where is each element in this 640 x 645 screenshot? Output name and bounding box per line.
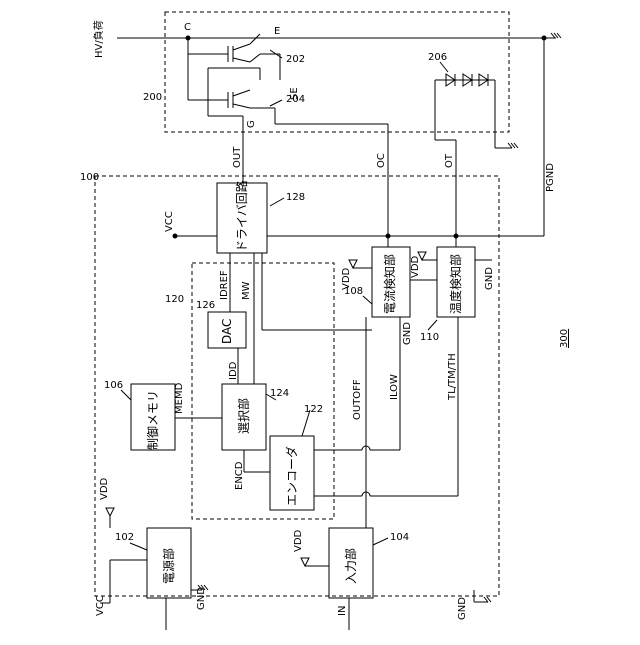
outoff-label: OUTOFF <box>352 379 363 420</box>
ref-122: 122 <box>304 404 323 415</box>
gnd-108-label: GND <box>402 322 413 345</box>
vdd-110-label: VDD <box>410 255 421 278</box>
ref-204: 204 <box>286 94 305 105</box>
oc-label: OC <box>376 153 387 168</box>
igbt-module-boundary <box>165 12 509 132</box>
hv-label: HV/負荷 <box>93 20 105 58</box>
gnd-102-label: GND <box>196 587 207 610</box>
c-label: C <box>184 22 191 33</box>
ref-128: 128 <box>286 192 305 203</box>
ot-label: OT <box>444 153 455 168</box>
ref-202: 202 <box>286 54 305 65</box>
ref-110: 110 <box>420 332 439 343</box>
vdd-102-label: VDD <box>99 477 110 500</box>
driver-label: ドライバ回路 <box>234 180 249 252</box>
ref-108: 108 <box>344 286 363 297</box>
current-detector-label: 電流検知部 <box>382 254 397 314</box>
vcc-driver-label: VCC <box>164 211 175 232</box>
dac-label: DAC <box>220 319 234 344</box>
in-label: IN <box>337 606 348 616</box>
temp-detector-label: 温度検知部 <box>448 254 463 314</box>
figure-number: 300 <box>559 329 570 348</box>
ref-206: 206 <box>428 52 447 63</box>
gnd-bottom-label: GND <box>457 597 468 620</box>
ref-100: 100 <box>80 172 99 183</box>
tltmth-label: TL/TM/TH <box>447 353 458 401</box>
mw-label: MW <box>241 281 252 300</box>
pgnd-label: PGND <box>545 163 556 192</box>
g-label: G <box>246 120 257 128</box>
input-label: 入力部 <box>343 548 358 584</box>
ref-126: 126 <box>196 300 215 311</box>
ilow-label: ILOW <box>389 374 400 400</box>
ref-124: 124 <box>270 388 289 399</box>
gnd-110-label: GND <box>484 267 495 290</box>
e-label: E <box>274 26 280 37</box>
vdd-104-label: VDD <box>293 529 304 552</box>
power-label: 電源部 <box>161 548 176 584</box>
ref-200: 200 <box>143 92 162 103</box>
ref-106: 106 <box>104 380 123 391</box>
vcc-power-label: VCC <box>95 595 106 616</box>
ref-120: 120 <box>165 294 184 305</box>
selector-label: 選択部 <box>236 398 251 434</box>
memory-label: 制御メモリ <box>145 390 160 450</box>
ref-104: 104 <box>390 532 409 543</box>
out-label: OUT <box>232 146 243 168</box>
encoder-label: エンコーダ <box>284 446 299 506</box>
encd-label: ENCD <box>234 461 245 490</box>
ref-102: 102 <box>115 532 134 543</box>
memd-label: MEMD <box>174 382 185 414</box>
idref-label: IDREF <box>219 270 230 300</box>
idd-label: IDD <box>228 361 239 380</box>
